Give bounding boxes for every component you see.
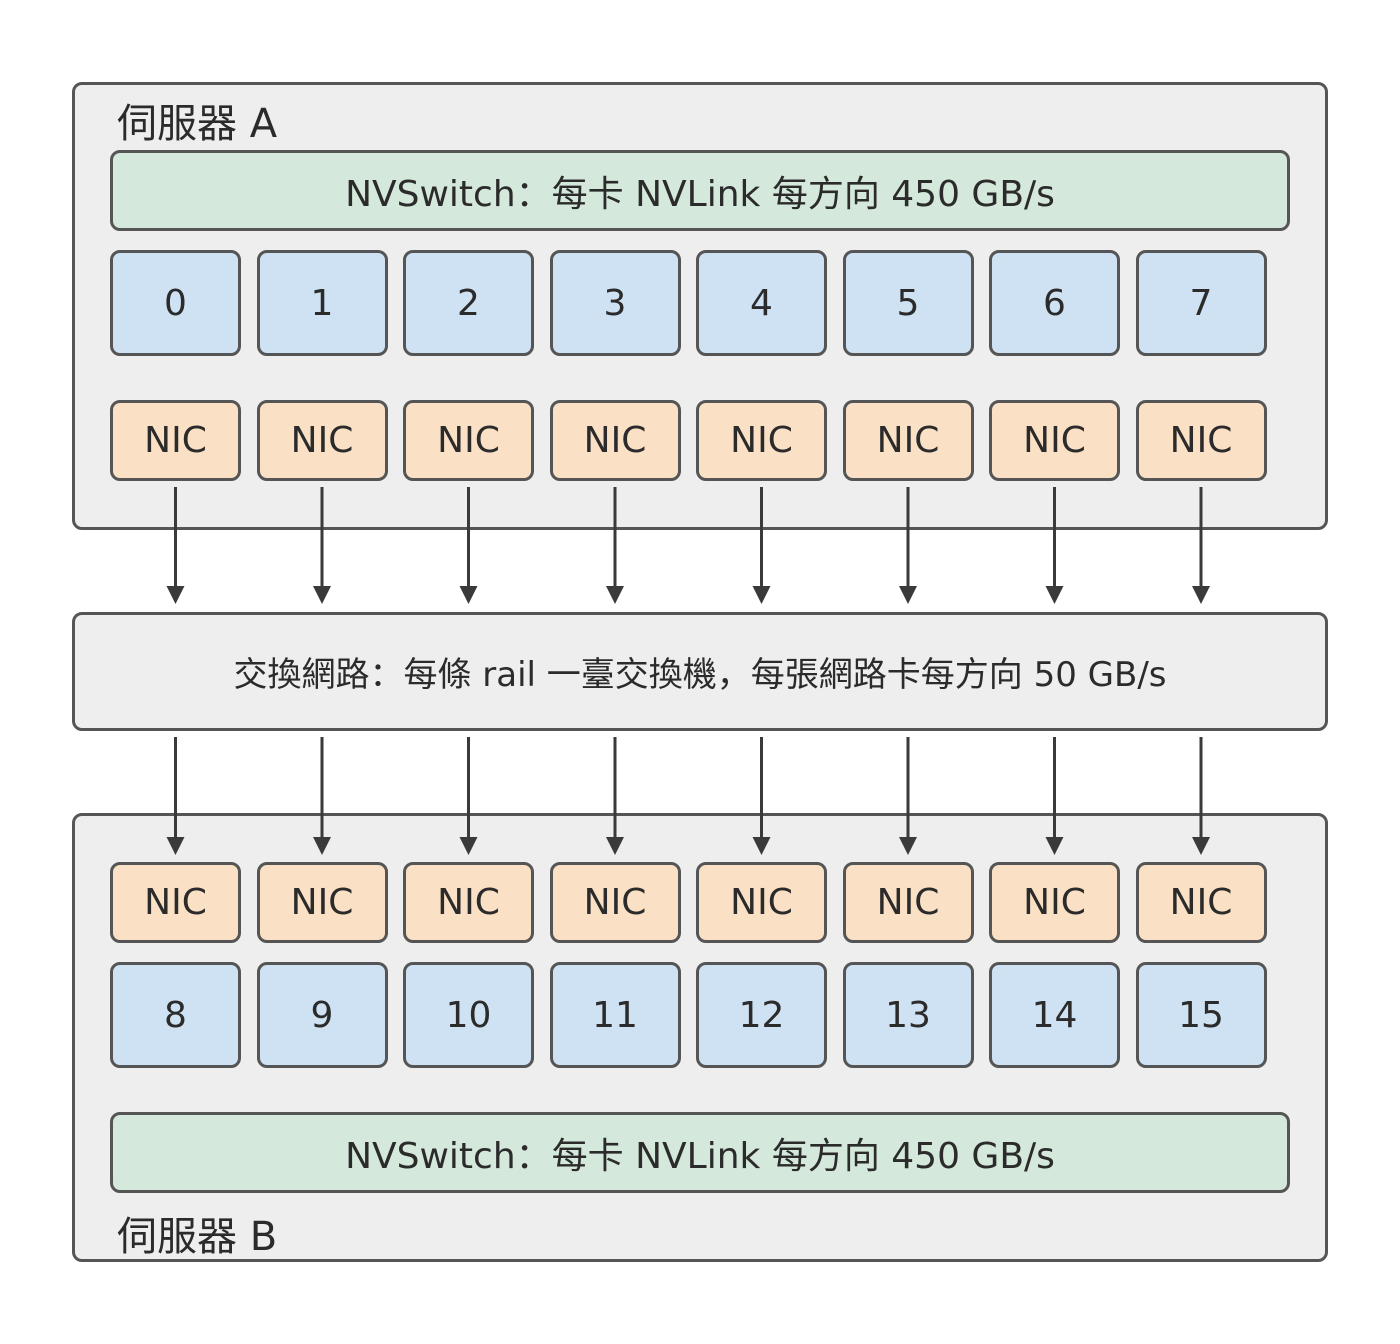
server-a-nvswitch: NVSwitch：每卡 NVLink 每方向 450 GB/s [110,150,1290,231]
nic-box: NIC [989,400,1120,481]
gpu-box: 14 [989,962,1120,1068]
arrow-head [459,586,478,604]
nic-box: NIC [842,400,974,481]
gpu-box: 11 [549,962,681,1068]
nic-box: NIC [1135,400,1267,481]
gpu-box: 1 [256,250,388,356]
gpu-box: 8 [110,962,241,1068]
arrow-head [606,837,624,855]
nic-box: NIC [110,862,241,943]
gpu-box: 9 [256,962,388,1068]
gpu-box: 0 [110,250,241,356]
nic-box: NIC [1135,862,1267,943]
nic-box: NIC [549,400,681,481]
arrow-head [606,586,624,604]
gpu-box: 7 [1135,250,1267,356]
arrow-head [313,586,331,604]
nic-box: NIC [549,862,681,943]
nic-box: NIC [110,400,241,481]
arrow-head [1045,586,1064,604]
arrow-head [459,837,478,855]
switch-network: 交換網路：每條 rail 一臺交換機，每張網路卡每方向 50 GB/s [72,612,1328,731]
arrow-head [1192,837,1210,855]
arrow-head [752,837,771,855]
gpu-box: 3 [549,250,681,356]
server-a-label: 伺服器 A [117,101,278,147]
gpu-box: 4 [696,250,827,356]
nic-box: NIC [842,862,974,943]
gpu-box: 10 [403,962,534,1068]
arrow-head [1192,586,1210,604]
nic-box: NIC [696,400,827,481]
arrow-head [166,837,185,855]
arrow-head [313,837,331,855]
arrow-head [899,837,917,855]
nic-box: NIC [256,862,388,943]
gpu-box: 6 [989,250,1120,356]
arrow-head [1045,837,1064,855]
gpu-box: 2 [403,250,534,356]
arrow-head [899,586,917,604]
gpu-box: 13 [842,962,974,1068]
gpu-box: 15 [1135,962,1267,1068]
server-b-nvswitch: NVSwitch：每卡 NVLink 每方向 450 GB/s [110,1112,1290,1193]
nic-box: NIC [403,862,534,943]
server-b-label: 伺服器 B [117,1214,278,1260]
arrow-head [752,586,771,604]
nic-box: NIC [989,862,1120,943]
nic-box: NIC [256,400,388,481]
nic-box: NIC [696,862,827,943]
nic-box: NIC [403,400,534,481]
arrow-head [166,586,185,604]
gpu-box: 5 [842,250,974,356]
gpu-box: 12 [696,962,827,1068]
